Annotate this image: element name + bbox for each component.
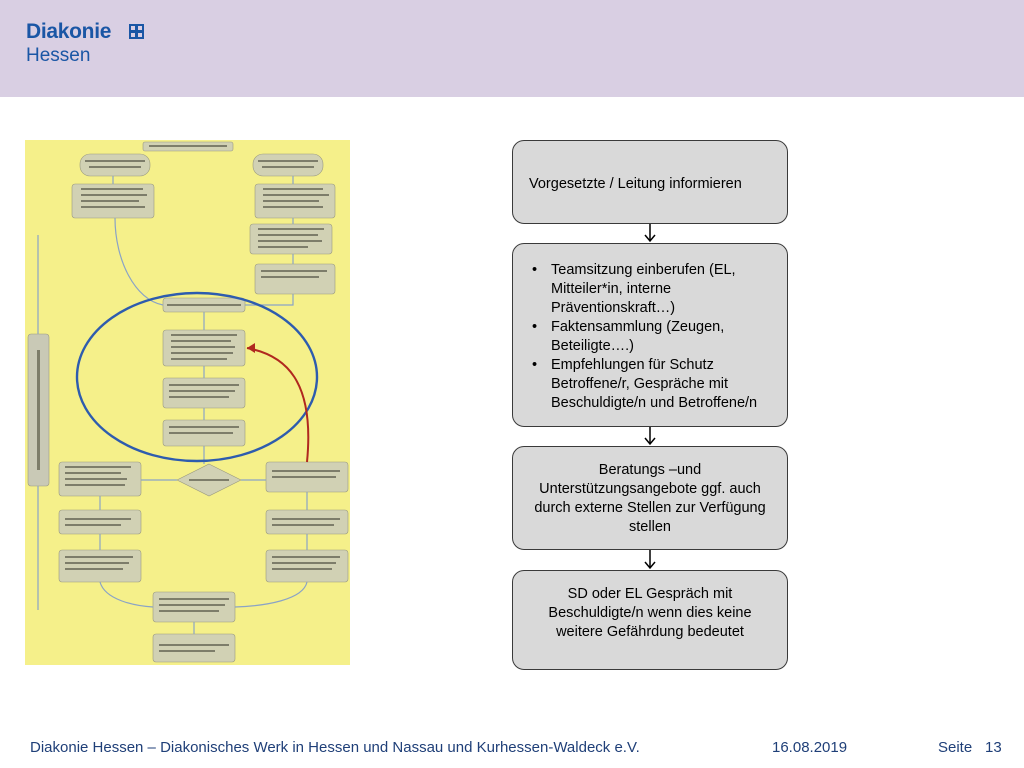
down-arrow-icon — [644, 550, 656, 570]
step-counseling-offers: Beratungs –und Unterstützungsangebote gg… — [512, 446, 788, 550]
footer-page-label: Seite — [938, 739, 973, 756]
footer-organization: Diakonie Hessen – Diakonisches Werk in H… — [30, 739, 640, 756]
list-item: Empfehlungen für Schutz Betroffene/r, Ge… — [532, 356, 787, 413]
step-inform-management-text: Vorgesetzte / Leitung informieren — [529, 176, 742, 192]
diakonie-cross-icon — [129, 24, 144, 39]
footer-page-number: 13 — [985, 739, 1002, 756]
logo-region: Hessen — [26, 45, 91, 66]
step-inform-management: Vorgesetzte / Leitung informieren — [512, 140, 788, 224]
down-arrow-icon — [644, 224, 656, 243]
diakonie-logo: Diakonie Hessen — [26, 20, 144, 67]
list-item: Teamsitzung einberufen (EL, Mitteiler*in… — [532, 261, 787, 318]
down-arrow-icon — [644, 427, 656, 446]
flowchart-thumbnail — [25, 140, 350, 665]
header-band: Diakonie Hessen — [0, 0, 1024, 97]
process-flow: Vorgesetzte / Leitung informieren Teamsi… — [510, 139, 790, 674]
step-counseling-offers-text: Beratungs –und Unterstützungsangebote gg… — [534, 462, 766, 535]
list-item: Faktensammlung (Zeugen, Beteiligte….) — [532, 318, 787, 356]
team-meeting-list: Teamsitzung einberufen (EL, Mitteiler*in… — [513, 261, 787, 413]
step-talk-with-accused-text: SD oder EL Gespräch mit Beschuldigte/n w… — [548, 586, 752, 640]
logo-wordmark: Diakonie — [26, 20, 112, 43]
step-talk-with-accused: SD oder EL Gespräch mit Beschuldigte/n w… — [512, 570, 788, 670]
step-team-meeting: Teamsitzung einberufen (EL, Mitteiler*in… — [512, 243, 788, 427]
footer-date: 16.08.2019 — [772, 739, 848, 756]
